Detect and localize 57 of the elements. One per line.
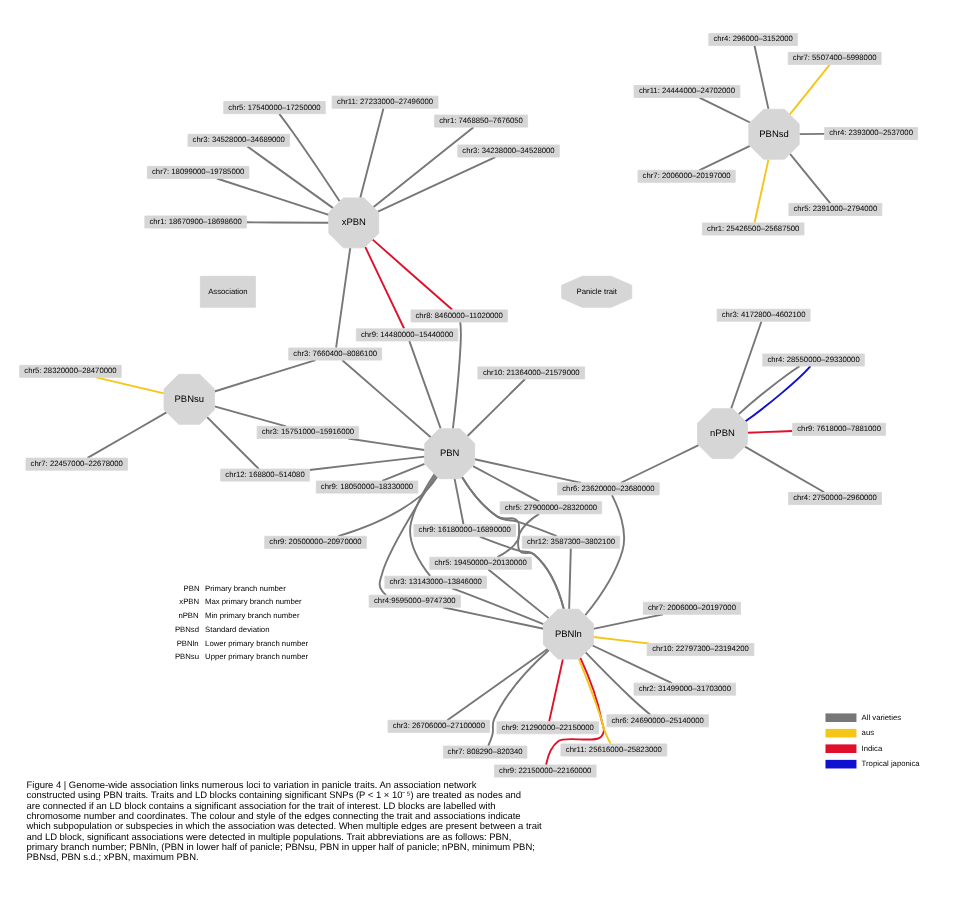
- connector: [698, 143, 751, 171]
- connector: [545, 656, 605, 765]
- connector: [359, 106, 385, 198]
- connector: [473, 457, 583, 483]
- connector: [577, 657, 612, 744]
- connector: [337, 474, 439, 537]
- connector: [461, 475, 558, 537]
- connector: [591, 643, 673, 683]
- connector: [381, 461, 426, 481]
- connector: [408, 339, 442, 429]
- connector: [215, 176, 330, 215]
- connector: [86, 410, 168, 458]
- connector: [451, 586, 545, 624]
- connector: [278, 111, 341, 202]
- connector: [798, 131, 826, 135]
- connector: [446, 646, 549, 721]
- connector: [487, 567, 550, 619]
- connector: [364, 245, 406, 329]
- connector: [409, 472, 436, 576]
- connector: [95, 375, 165, 394]
- connector: [548, 657, 564, 722]
- connector: [453, 476, 465, 525]
- connector: [584, 493, 626, 616]
- connector: [744, 364, 812, 422]
- connector: [308, 454, 426, 470]
- connector: [213, 358, 317, 392]
- connector: [478, 534, 565, 609]
- connector: [472, 464, 541, 502]
- connector: [592, 612, 664, 629]
- connector: [744, 444, 826, 493]
- connector: [213, 404, 288, 427]
- connector: [451, 320, 462, 429]
- connector: [584, 650, 652, 715]
- connector: [466, 377, 527, 436]
- connector: [335, 245, 352, 348]
- connector: [372, 125, 475, 207]
- connector: [788, 62, 831, 115]
- connector: [753, 43, 770, 109]
- connector: [620, 443, 700, 483]
- connector: [371, 237, 454, 310]
- connector: [789, 151, 832, 204]
- connector: [378, 473, 437, 595]
- connector: [737, 364, 801, 415]
- connector: [592, 635, 650, 644]
- connector: [487, 648, 550, 746]
- connector: [246, 144, 335, 209]
- connector: [568, 546, 572, 610]
- connector: [347, 436, 426, 450]
- connector: [730, 319, 763, 409]
- connector: [377, 155, 497, 212]
- connector: [746, 429, 794, 433]
- connector: [341, 358, 432, 438]
- connector: [753, 157, 770, 223]
- connector: [698, 95, 751, 123]
- connector: [206, 415, 260, 469]
- connector: [245, 220, 330, 223]
- connector: [442, 605, 545, 629]
